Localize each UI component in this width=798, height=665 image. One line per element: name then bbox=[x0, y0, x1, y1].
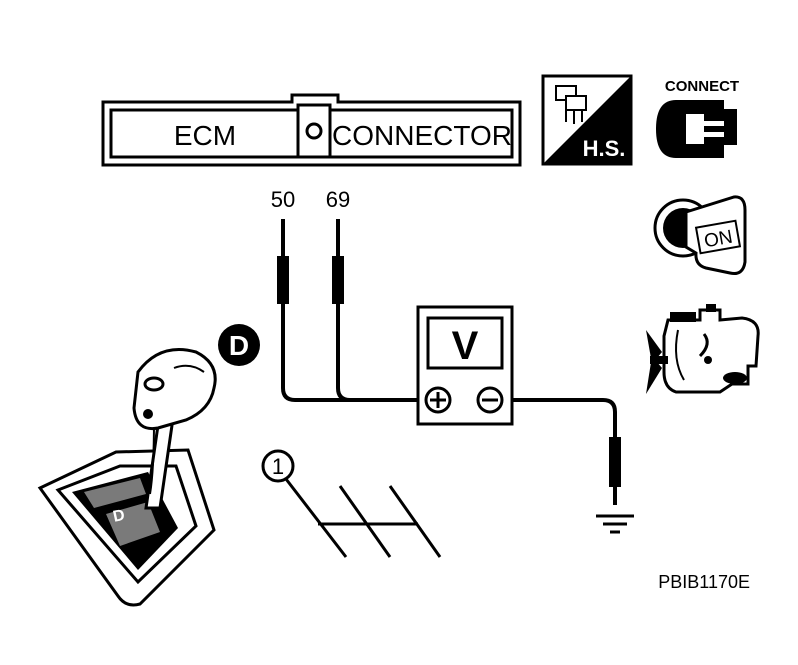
wire-terminal-50 bbox=[281, 219, 418, 402]
probe-wires bbox=[281, 219, 617, 505]
shift-position-badge: D bbox=[218, 324, 260, 366]
harness-side-label: H.S. bbox=[583, 136, 626, 161]
negative-terminal-icon bbox=[476, 386, 504, 414]
voltmeter: V bbox=[416, 305, 514, 426]
ignition-on-icon: ON bbox=[653, 195, 747, 275]
connector-label: CONNECTOR bbox=[332, 120, 512, 151]
connect-label: CONNECT bbox=[665, 78, 739, 95]
terminal-number: 50 bbox=[271, 187, 295, 212]
harness-connector-icon bbox=[555, 85, 587, 124]
ecm-connector-header: ECM CONNECTOR bbox=[101, 93, 522, 167]
ground-symbol-icon bbox=[596, 514, 634, 534]
fan-icon bbox=[646, 330, 668, 394]
terminal-number: 69 bbox=[326, 187, 350, 212]
engine-running-icon bbox=[646, 304, 760, 394]
automatic-shift-lever: D bbox=[37, 348, 217, 607]
gate-d-label: D bbox=[112, 507, 127, 526]
ecm-label: ECM bbox=[174, 120, 236, 151]
figure-code: PBIB1170E bbox=[658, 572, 750, 592]
connect-icon: CONNECT bbox=[656, 78, 739, 158]
wire-terminal-69 bbox=[336, 219, 418, 402]
terminal-labels: 50 69 bbox=[271, 187, 350, 212]
shift-position-label: D bbox=[229, 330, 249, 361]
manual-gear-pattern: 1 bbox=[261, 449, 442, 558]
probe-50 bbox=[277, 256, 289, 304]
positive-terminal-icon bbox=[424, 386, 452, 414]
probe-ground bbox=[609, 437, 621, 487]
manual-gear-badge: 1 bbox=[272, 454, 284, 479]
voltmeter-symbol: V bbox=[452, 324, 479, 368]
ignition-on-label: ON bbox=[703, 227, 735, 253]
wire-ground bbox=[506, 398, 617, 505]
probe-69 bbox=[332, 256, 344, 304]
connector-lock-icon bbox=[305, 122, 323, 140]
probe-handles bbox=[277, 256, 621, 487]
harness-side-icon: H.S. bbox=[541, 74, 633, 166]
